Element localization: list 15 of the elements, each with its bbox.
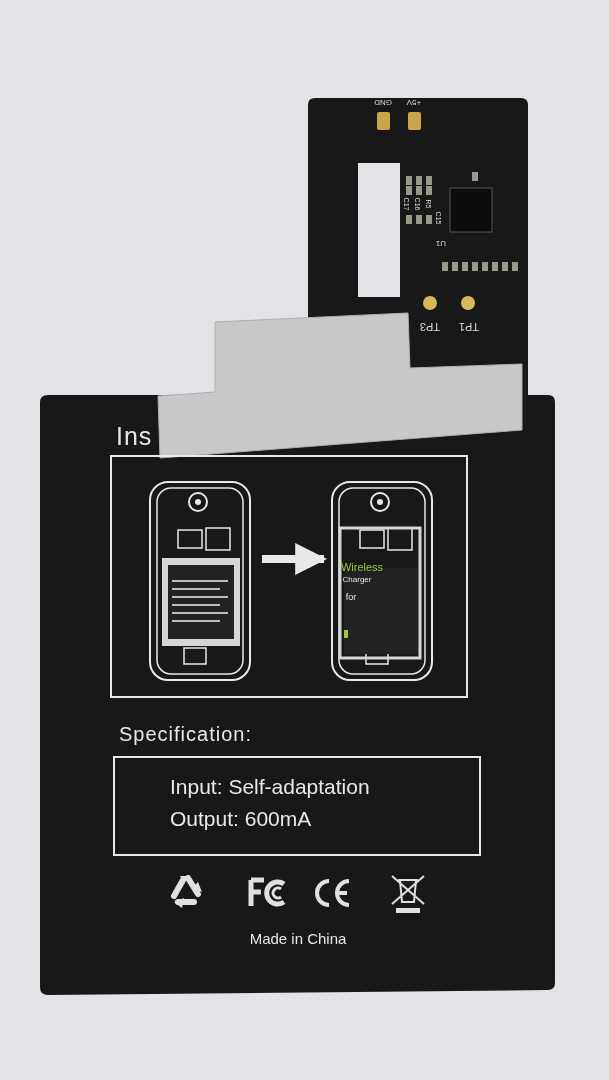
- printed-text: for: [345, 592, 357, 602]
- spec-text: Input: Self-adaptation: [170, 776, 370, 797]
- printed-text: Wireless: [340, 561, 384, 573]
- footer-text: Made in China: [249, 930, 347, 946]
- test-point-label: TP1: [458, 320, 480, 332]
- printed-text: Charger: [342, 576, 372, 584]
- section-heading: Ins: [116, 424, 153, 449]
- pad-label: +5V: [406, 98, 422, 106]
- section-heading: Specification:: [119, 724, 252, 744]
- component-label: U1: [435, 239, 447, 247]
- phone-drawing: [330, 480, 436, 682]
- spec-text: Output: 600mA: [170, 808, 312, 829]
- test-point-label: TP3: [419, 320, 441, 332]
- pad-label: GND: [374, 98, 392, 106]
- phone-drawing: [148, 480, 252, 682]
